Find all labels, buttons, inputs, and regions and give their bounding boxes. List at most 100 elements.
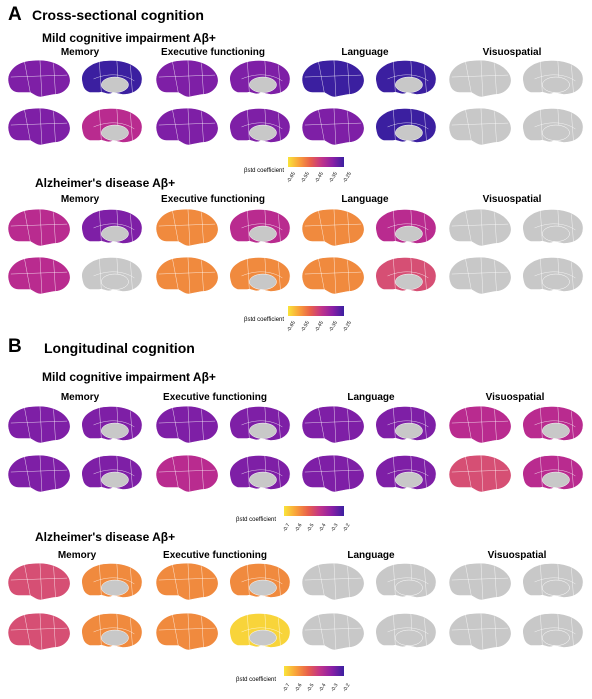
brain-surface	[5, 403, 73, 445]
brain-surface	[78, 560, 146, 602]
brain-surface	[519, 610, 587, 652]
brain-surface	[372, 254, 440, 296]
colorbar-label: βstd coefficient	[236, 517, 277, 523]
colorbar-tick-label: -0.35	[328, 320, 339, 333]
brain-surface	[78, 57, 146, 99]
panel-a-letter: A	[8, 4, 22, 25]
a-mci-col-executive: Executive functioning	[161, 47, 265, 58]
b-ad-col-language: Language	[347, 550, 395, 561]
colorbar-tick-label: -0.45	[314, 320, 325, 333]
b-mci-col-executive: Executive functioning	[163, 392, 267, 403]
a-mci-col-memory: Memory	[60, 47, 100, 58]
brain-surface	[5, 57, 73, 99]
brain-surface	[5, 560, 73, 602]
colorbar-label: βstd coefficient	[236, 677, 277, 683]
brain-surface	[153, 105, 221, 147]
brain-surface	[519, 452, 587, 494]
colorbar-label: βstd coefficient	[244, 168, 285, 174]
brain-surface	[519, 403, 587, 445]
colorbar-tick-label: -0.35	[328, 171, 339, 184]
colorbar-ticks: -0.65-0.55-0.45-0.35-0.25	[286, 318, 353, 333]
panel-b-letter: B	[8, 336, 22, 357]
colorbar-a-mci: βstd coefficient -0.65-0.55-0.45-0.35-0.…	[244, 157, 354, 185]
colorbar-tick-label: -0.5	[306, 522, 316, 533]
brain-surface	[226, 57, 294, 99]
b-mci-title: Mild cognitive impairment Aβ+	[42, 370, 216, 384]
colorbar-tick-label: -0.45	[314, 171, 325, 184]
brain-surface	[226, 254, 294, 296]
brain-surface	[153, 57, 221, 99]
panel-a-title: Cross-sectional cognition	[32, 7, 204, 23]
a-ad-col-language: Language	[341, 194, 389, 205]
colorbar-tick-label: -0.55	[300, 320, 311, 333]
colorbar-tick-label: -0.5	[306, 682, 316, 693]
brain-surface	[226, 206, 294, 248]
brain-surface	[372, 403, 440, 445]
brain-surface	[299, 452, 367, 494]
brain-surface	[78, 105, 146, 147]
brain-surface	[446, 452, 514, 494]
brain-surface	[299, 610, 367, 652]
colorbar-a-ad: βstd coefficient -0.65-0.55-0.45-0.35-0.…	[244, 306, 354, 334]
a-ad-title: Alzheimer's disease Aβ+	[35, 176, 176, 190]
colorbar-ticks: -0.65-0.55-0.45-0.35-0.25	[286, 169, 353, 184]
brain-surface	[372, 105, 440, 147]
brain-surface	[78, 254, 146, 296]
brain-surface	[5, 105, 73, 147]
colorbar-tick-label: -0.65	[286, 171, 297, 184]
b-mci-col-language: Language	[347, 392, 395, 403]
colorbar-tick-label: -0.3	[330, 682, 340, 693]
brain-surface	[299, 105, 367, 147]
brain-surface	[153, 610, 221, 652]
brain-surface	[372, 560, 440, 602]
colorbar-tick-label: -0.65	[286, 320, 297, 333]
brain-surface	[78, 403, 146, 445]
colorbar-tick-label: -0.7	[282, 522, 292, 533]
b-ad-col-memory: Memory	[57, 550, 97, 561]
colorbar-b-mci: βstd coefficient -0.7-0.6-0.5-0.4-0.3-0.…	[236, 506, 356, 534]
a-mci-col-language: Language	[341, 47, 389, 58]
brain-surface	[153, 560, 221, 602]
brain-surface	[299, 403, 367, 445]
colorbar-tick-label: -0.3	[330, 522, 340, 533]
colorbar-tick-label: -0.2	[342, 682, 352, 693]
colorbar-tick-label: -0.2	[342, 522, 352, 533]
colorbar-tick-label: -0.55	[300, 171, 311, 184]
brain-surface	[78, 206, 146, 248]
brain-surface	[299, 206, 367, 248]
brain-surface	[78, 452, 146, 494]
brain-surface	[446, 403, 514, 445]
brain-surface	[446, 206, 514, 248]
a-mci-col-visuospatial: Visuospatial	[482, 47, 542, 58]
colorbar-gradient	[284, 666, 344, 676]
brain-surface	[519, 206, 587, 248]
brain-surface	[226, 452, 294, 494]
brain-surface	[299, 57, 367, 99]
brain-surface	[226, 105, 294, 147]
brain-surface	[446, 57, 514, 99]
colorbar-ticks: -0.7-0.6-0.5-0.4-0.3-0.2	[282, 678, 352, 693]
brain-surface	[153, 254, 221, 296]
a-ad-col-memory: Memory	[60, 194, 100, 205]
colorbar-tick-label: -0.6	[294, 522, 304, 533]
colorbar-tick-label: -0.25	[342, 171, 353, 184]
panel-b-title: Longitudinal cognition	[44, 340, 195, 356]
a-mci-title: Mild cognitive impairment Aβ+	[42, 31, 216, 45]
colorbar-gradient	[284, 506, 344, 516]
brain-surface	[372, 57, 440, 99]
brain-surface	[226, 403, 294, 445]
brain-surface	[519, 254, 587, 296]
brain-surface	[372, 452, 440, 494]
brain-surface	[372, 610, 440, 652]
b-ad-col-executive: Executive functioning	[163, 550, 267, 561]
brain-surface	[5, 452, 73, 494]
brain-surface	[226, 610, 294, 652]
a-ad-col-visuospatial: Visuospatial	[482, 194, 542, 205]
brain-surface	[519, 57, 587, 99]
brain-surface	[446, 610, 514, 652]
brain-surface	[299, 254, 367, 296]
colorbar-tick-label: -0.7	[282, 682, 292, 693]
brain-surface	[153, 403, 221, 445]
brain-surface	[5, 206, 73, 248]
colorbar-ticks: -0.7-0.6-0.5-0.4-0.3-0.2	[282, 518, 352, 533]
